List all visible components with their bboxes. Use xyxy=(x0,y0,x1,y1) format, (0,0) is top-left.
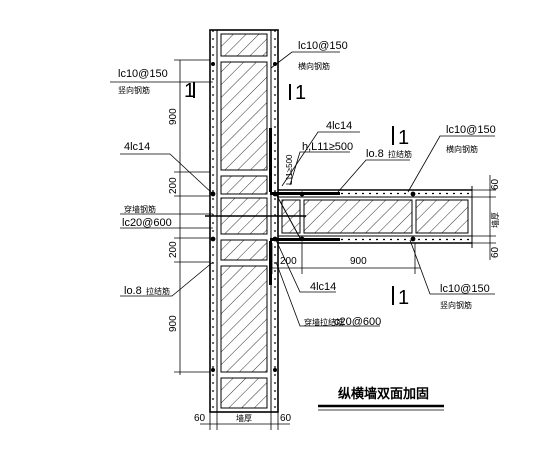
note-longitudinal-right: 横向钢筋 xyxy=(446,144,478,154)
label-lc10-150-right: lc10@150 xyxy=(446,124,496,136)
rebar-dot xyxy=(299,191,305,197)
masonry-block-joint-upper xyxy=(220,175,268,195)
wall-thickness-right-label: 墙厚 xyxy=(490,212,500,228)
junction-bar-bottom xyxy=(270,238,340,241)
rebar-dot xyxy=(273,62,277,66)
rebar-dot xyxy=(211,62,215,66)
label-lo8-left: lo.8 xyxy=(124,285,142,297)
section-mark-right-bottom: 1 xyxy=(398,287,409,309)
horizontal-dimensions xyxy=(271,243,420,274)
note-bolt-anchor: 穿墙拉结筋 xyxy=(304,317,344,327)
leader-lc10-right xyxy=(407,135,495,193)
note-vertical-left: 竖向钢筋 xyxy=(118,85,150,95)
junction-bar-top xyxy=(270,192,340,195)
vertical-wall-outline xyxy=(209,29,279,413)
label-lc10-150-left: lc10@150 xyxy=(118,68,168,80)
label-lc14-lower: 4lc14 xyxy=(310,281,336,293)
dim-60-right-bottom: 60 xyxy=(490,246,501,258)
masonry-block-lower xyxy=(220,265,268,373)
tie-bar-right xyxy=(275,193,301,239)
dim-200-mid: 200 xyxy=(168,241,179,258)
leader-lc14-left xyxy=(120,153,214,195)
dim-900-right: 900 xyxy=(350,256,367,267)
leader-lc14-upper xyxy=(281,131,360,187)
label-c20-600-bottom: c20@600 xyxy=(334,316,381,328)
right-dimensions xyxy=(472,175,496,260)
label-lc10-150-top: lc10@150 xyxy=(298,40,348,52)
dim-200-top: 200 xyxy=(168,177,179,194)
label-lc14-upper: 4lc14 xyxy=(326,120,352,132)
rebar-dot xyxy=(410,191,416,197)
note-tie-right: 拉结筋 xyxy=(388,149,412,159)
note-anchor-left: 穿墙钢筋 xyxy=(124,204,156,214)
section-mark-left-2: 1 xyxy=(295,82,306,104)
leader-lc14-lower xyxy=(275,239,336,293)
note-longitudinal-top: 横向钢筋 xyxy=(298,61,330,71)
dim-900-top: 900 xyxy=(168,108,179,125)
horizontal-wall xyxy=(205,128,473,285)
dim-60-right-top: 60 xyxy=(490,178,501,190)
leader-top-right xyxy=(270,51,340,69)
label-lap-h: h,L11≥500 xyxy=(302,141,353,153)
dim-200-right: 200 xyxy=(280,256,297,267)
rebar-dot xyxy=(210,236,216,242)
left-dimensions xyxy=(174,59,210,375)
label-lc20-600-left: lc20@600 xyxy=(122,217,172,229)
leader-c20-bottom xyxy=(275,261,380,327)
leader-lo8-left xyxy=(120,261,214,297)
label-lo8-right: lo.8 xyxy=(366,148,384,160)
junction-bar-vertical xyxy=(269,128,272,192)
rebar-dot xyxy=(410,236,416,242)
horizontal-masonry-block-2 xyxy=(415,199,469,234)
section-marks xyxy=(193,82,394,305)
note-tie-left: 拉结筋 xyxy=(146,286,170,296)
note-vertical-bottom: 竖向钢筋 xyxy=(440,300,472,310)
drawing-title: 纵横墙双面加固 xyxy=(338,386,429,401)
rebar-dot xyxy=(299,236,305,242)
dim-60-bottom-right: 60 xyxy=(280,413,292,424)
section-mark-left-1: 1 xyxy=(184,80,195,102)
section-mark-right-top: 1 xyxy=(398,127,409,149)
masonry-block-joint-lower xyxy=(220,239,268,261)
rebar-dot xyxy=(272,191,278,197)
junction-bar-vertical-lower xyxy=(269,241,272,285)
label-lap-v: L11≥500 xyxy=(285,154,294,185)
dim-60-bottom-left: 60 xyxy=(194,413,206,424)
label-lc10-150-bottom: lc10@150 xyxy=(440,283,490,295)
rebar-dot xyxy=(211,368,215,372)
bottom-dimensions xyxy=(200,412,290,430)
leader-lo8-right xyxy=(337,159,410,193)
dim-900-bottom: 900 xyxy=(168,315,179,332)
rebar-dot xyxy=(273,368,277,372)
vertical-wall xyxy=(209,29,279,413)
masonry-block-bottom xyxy=(220,377,268,409)
horizontal-masonry-block-1 xyxy=(303,199,413,234)
leader-lap-h xyxy=(289,151,350,186)
label-lc14-left: 4lc14 xyxy=(124,141,150,153)
masonry-block-upper xyxy=(220,61,268,171)
leader-lines xyxy=(110,51,495,327)
masonry-block-top xyxy=(220,33,268,57)
wall-thickness-bottom-label: 墙厚 xyxy=(236,413,252,423)
leader-lc10-bottom xyxy=(409,239,495,295)
